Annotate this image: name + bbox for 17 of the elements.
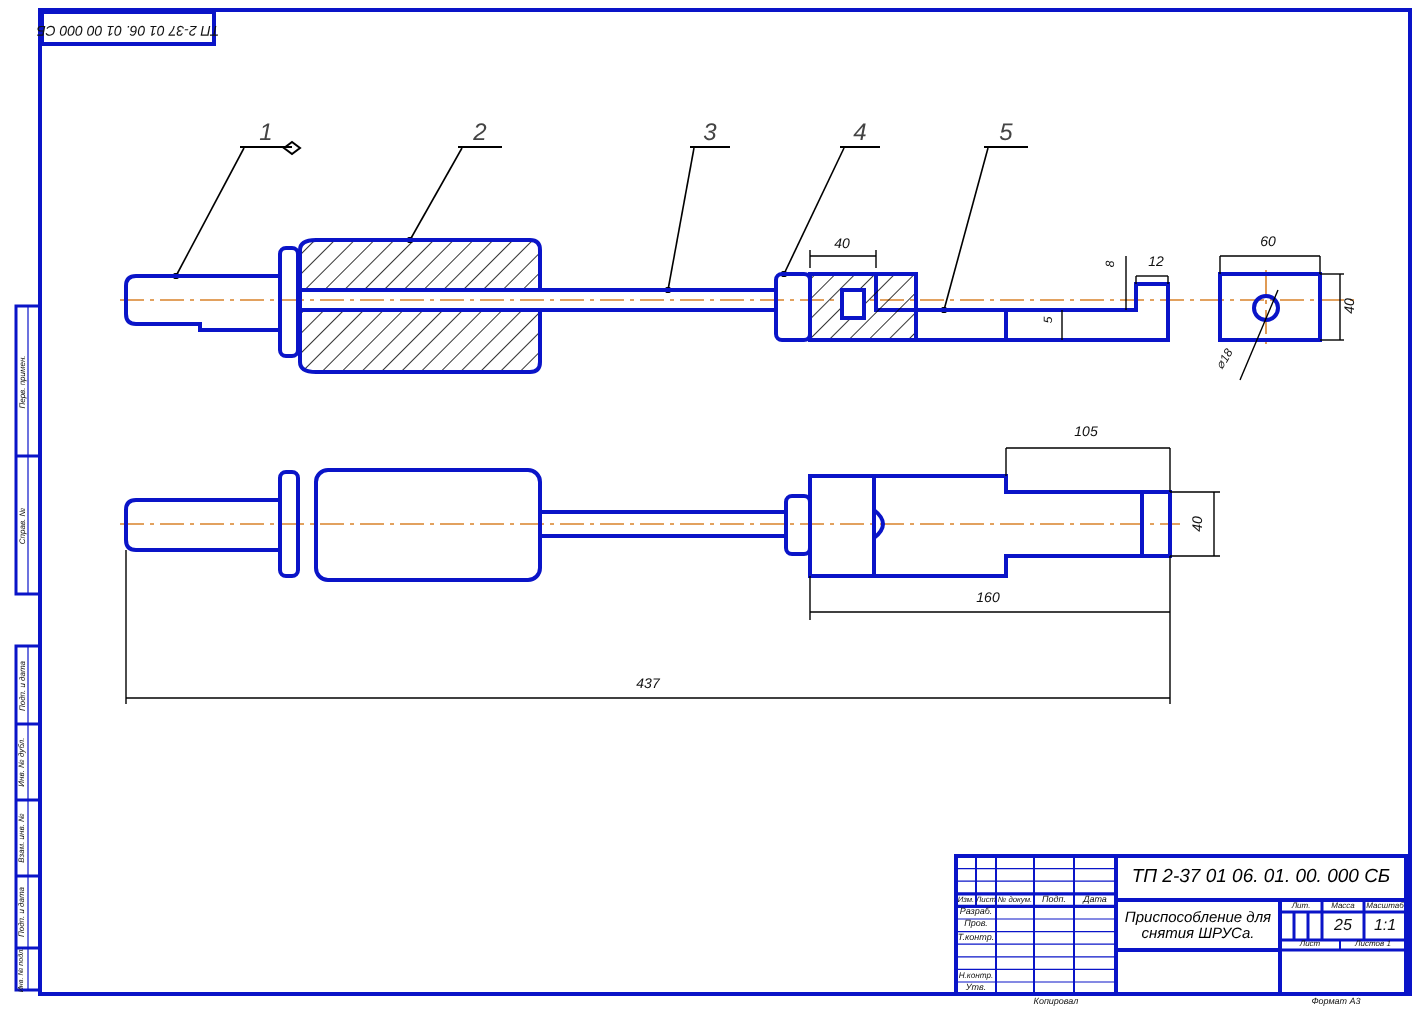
handle-drawing (124, 246, 300, 358)
weight-drawing (298, 238, 542, 374)
callout-number: 4 (840, 120, 880, 148)
rod-drawing (298, 288, 778, 312)
callout-number: 5 (984, 120, 1028, 148)
callout-number: 1 (240, 120, 292, 148)
callout-number: 2 (458, 120, 502, 148)
callout-number: 3 (690, 120, 730, 148)
drawing-code: ТП 2-37 01 06. 01. 00. 000 СБ (1129, 864, 1393, 893)
table-text: 25 (1332, 914, 1354, 938)
leader-line (172, 147, 245, 280)
table-text: 1:1 (1371, 914, 1399, 938)
leader-line (664, 147, 695, 294)
leader-line (940, 147, 989, 314)
leader-line (780, 147, 845, 278)
gripper-drawing (808, 272, 1170, 342)
leader-line (406, 147, 463, 244)
